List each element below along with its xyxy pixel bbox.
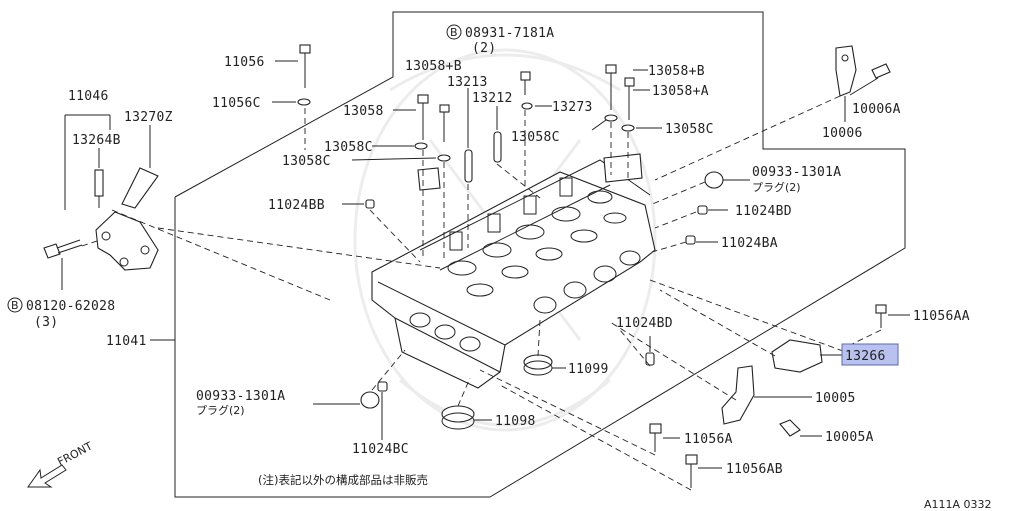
sensor-13264b — [94, 169, 104, 208]
washer-11056c — [297, 98, 311, 106]
label-13058c-1[interactable]: 13058C — [324, 140, 373, 155]
seal-11099 — [523, 354, 553, 376]
label-10005a[interactable]: 10005A — [825, 430, 874, 445]
diagram-code: A111A 0332 — [924, 498, 992, 511]
plug-00933-upper — [704, 171, 724, 189]
label-11041[interactable]: 11041 — [106, 334, 147, 349]
label-11056a[interactable]: 11056A — [684, 432, 733, 447]
label-11099[interactable]: 11099 — [568, 362, 609, 377]
part-labels: 11056 11056C 11046 13270Z 13264B 08931-7… — [26, 26, 970, 477]
label-00933-upper[interactable]: 00933-1301A — [752, 165, 841, 180]
label-11056c[interactable]: 11056C — [212, 96, 261, 111]
bolt-11056a — [649, 423, 662, 452]
label-plug-lower: プラグ(2) — [196, 403, 245, 417]
bolt-11056aa — [875, 304, 887, 328]
cylinder-head — [371, 153, 656, 389]
label-13058a[interactable]: 13058+A — [652, 84, 709, 99]
dowels-13213-13212 — [464, 131, 502, 183]
bolt-11056 — [299, 44, 311, 88]
label-11056aa[interactable]: 11056AA — [913, 309, 970, 324]
label-13058[interactable]: 13058 — [343, 104, 384, 119]
watermark-emblem — [353, 48, 657, 432]
b-marker-label: B — [11, 299, 19, 312]
leader-lines — [61, 60, 910, 469]
label-11024bc[interactable]: 11024BC — [352, 442, 409, 457]
b-marker-top: B — [446, 24, 462, 40]
bolt-08931 — [520, 71, 531, 95]
b-marker-label: B — [450, 26, 458, 39]
label-00933-lower[interactable]: 00933-1301A — [196, 389, 285, 404]
label-08120-qty: (3) — [34, 315, 58, 330]
pin-11024bd-lower — [645, 352, 655, 366]
cover-13266 — [771, 339, 823, 373]
label-11046[interactable]: 11046 — [68, 89, 109, 104]
label-13058c-4[interactable]: 13058C — [282, 154, 331, 169]
label-11024ba[interactable]: 11024BA — [721, 236, 778, 251]
pin-11024bd-upper — [697, 205, 708, 215]
label-10006a[interactable]: 10006A — [852, 102, 901, 117]
label-plug-upper: プラグ(2) — [752, 180, 801, 194]
label-11056ab[interactable]: 11056AB — [726, 462, 783, 477]
label-13058b-1[interactable]: 13058+B — [405, 59, 462, 74]
hanger-10005 — [721, 365, 755, 425]
pin-11024ba — [685, 235, 696, 245]
front-label: FRONT — [55, 439, 95, 468]
plug-00933-lower — [360, 391, 380, 409]
seal-11098 — [441, 405, 475, 430]
label-13213[interactable]: 13213 — [447, 75, 488, 90]
label-13266[interactable]: 13266 — [845, 349, 886, 364]
label-13058c-2[interactable]: 13058C — [511, 130, 560, 145]
sensor-13270z — [121, 167, 159, 209]
label-13212[interactable]: 13212 — [472, 91, 513, 106]
label-11024bd-lower[interactable]: 11024BD — [616, 316, 673, 331]
label-11098[interactable]: 11098 — [495, 414, 536, 429]
dashed-guides — [81, 95, 882, 491]
label-10005[interactable]: 10005 — [815, 391, 856, 406]
label-13058c-3[interactable]: 13058C — [665, 122, 714, 137]
label-08931-qty: (2) — [472, 41, 496, 56]
label-11024bb[interactable]: 11024BB — [268, 198, 325, 213]
note-text: (注)表記以外の構成部品は非販売 — [258, 473, 428, 487]
hanger-10006 — [835, 45, 891, 97]
bracket-11046 — [95, 211, 159, 271]
bolt-08120 — [43, 239, 83, 259]
washers-13058c — [414, 102, 635, 162]
pin-11024bb — [365, 199, 375, 209]
pin-11024bc — [377, 381, 388, 392]
assembly-boundary — [174, 11, 906, 498]
label-08120[interactable]: 08120-62028 — [26, 299, 115, 314]
label-13270z[interactable]: 13270Z — [124, 110, 173, 125]
label-13264b[interactable]: 13264B — [72, 133, 121, 148]
label-11024bd-upper[interactable]: 11024BD — [735, 204, 792, 219]
bolt-10005a — [779, 419, 801, 437]
label-11056[interactable]: 11056 — [224, 55, 265, 70]
bolts-13058 — [417, 64, 635, 142]
highlight-13266 — [841, 343, 899, 366]
label-13273[interactable]: 13273 — [552, 100, 593, 115]
b-marker-left: B — [7, 297, 23, 313]
bolt-11056ab — [685, 454, 698, 488]
label-10006[interactable]: 10006 — [822, 126, 863, 141]
label-08931[interactable]: 08931-7181A — [465, 26, 554, 41]
front-arrow: FRONT — [27, 439, 95, 488]
label-13058b-2[interactable]: 13058+B — [648, 64, 705, 79]
